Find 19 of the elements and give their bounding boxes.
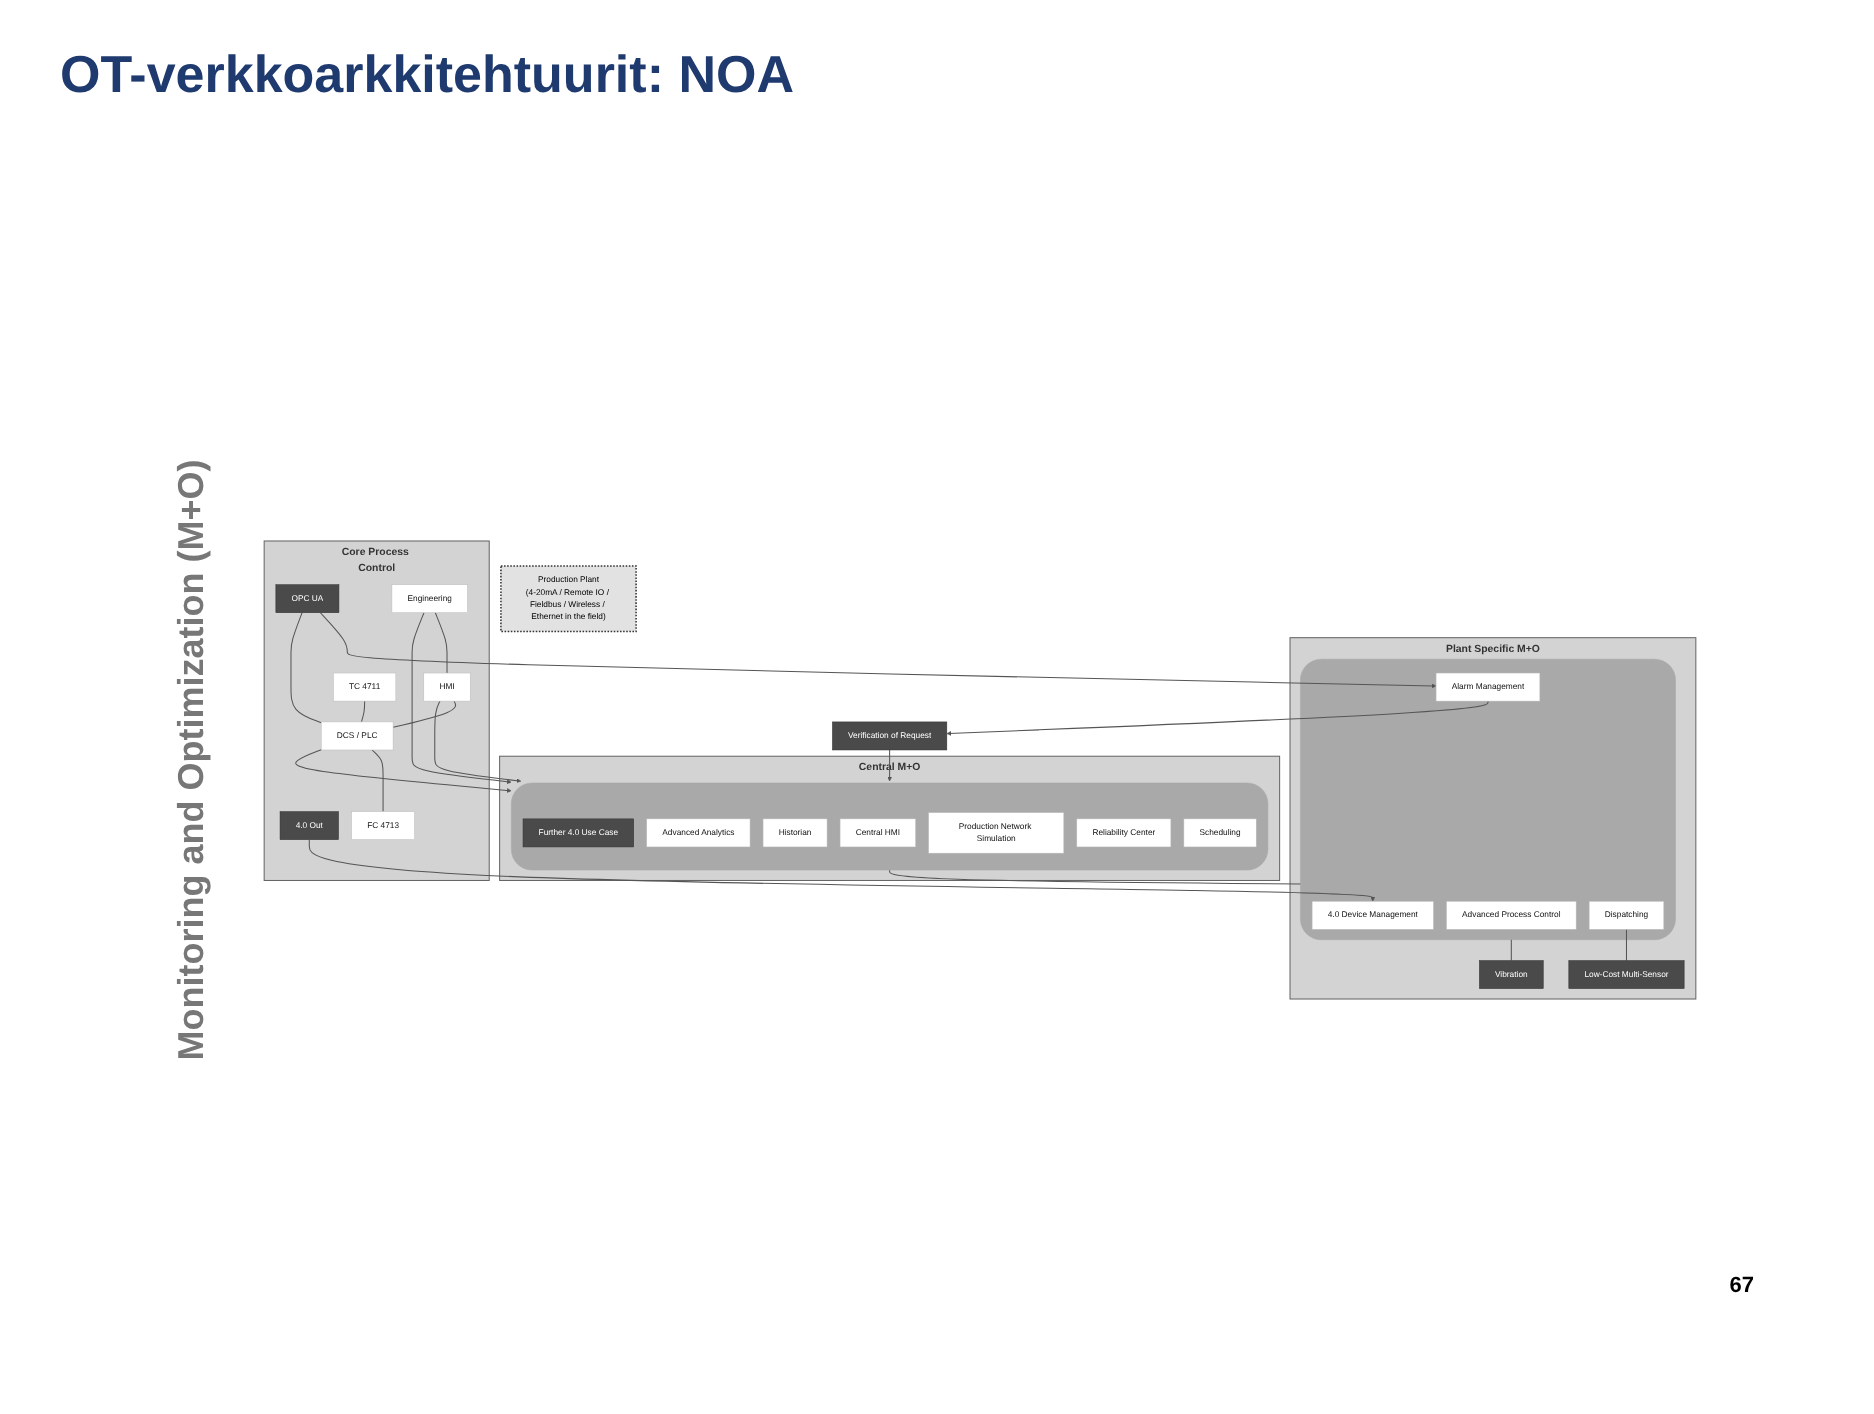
- connector: [1625, 928, 1627, 962]
- connector: [434, 612, 448, 674]
- axis-label: Monitoring and Optimization (M+O): [171, 459, 213, 1061]
- arrow: [946, 700, 1489, 736]
- arrow: [295, 749, 512, 793]
- page-number: 67: [1729, 1274, 1754, 1298]
- connector: [392, 700, 457, 728]
- connector: [1510, 939, 1512, 962]
- cluster: [511, 782, 1269, 871]
- arrow: [319, 612, 1437, 689]
- slide-title: OT-verkkoarkkitehtuurit: NOA: [60, 44, 794, 106]
- connector: [371, 749, 384, 813]
- arrow: [308, 839, 1376, 902]
- cluster: [1300, 658, 1676, 940]
- arrow: [434, 700, 522, 783]
- arrow: [411, 612, 512, 784]
- connector: [889, 869, 1301, 885]
- connector: [360, 700, 366, 723]
- connector: [290, 612, 322, 724]
